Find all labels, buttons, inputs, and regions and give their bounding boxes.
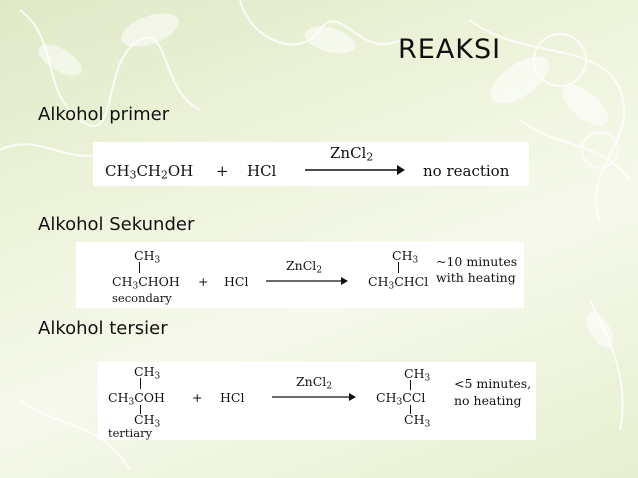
condition-line-1: <5 minutes, <box>454 376 532 391</box>
bond-line <box>139 262 140 273</box>
reagent-hcl: HCl <box>220 390 245 405</box>
bond-line <box>140 378 141 389</box>
reactant-formula: CH3CHOH <box>112 274 180 292</box>
section-label-secondary: Alkohol Sekunder <box>38 214 195 235</box>
reaction-tertiary-panel: CH3 CH3COH CH3 tertiary + HCl ZnCl2 CH3 … <box>98 362 536 440</box>
product-bottom-group: CH3 <box>404 412 431 430</box>
section-label-primary: Alkohol primer <box>38 104 170 125</box>
bond-line <box>410 380 411 390</box>
catalyst-label: ZnCl2 <box>286 258 323 276</box>
reactant-name: secondary <box>112 291 172 305</box>
product-top-group: CH3 <box>392 248 419 266</box>
reactant-name: tertiary <box>108 426 153 440</box>
condition-line-1: ~10 minutes <box>436 254 518 269</box>
reaction-arrow <box>305 165 405 175</box>
plus-sign: + <box>192 390 203 405</box>
catalyst-label: ZnCl2 <box>330 144 374 164</box>
product-formula: CH3CCl <box>376 390 426 408</box>
plus-sign: + <box>216 162 229 180</box>
section-label-tertiary: Alkohol tersier <box>38 318 168 339</box>
reactant-bottom-group: CH3 <box>134 412 161 430</box>
reactant-top-group: CH3 <box>134 248 161 266</box>
reagent-hcl: HCl <box>224 274 249 289</box>
reactant-formula: CH3COH <box>108 390 165 408</box>
reaction-primary-panel: CH3CH2OH + HCl ZnCl2 no reaction <box>93 142 529 186</box>
reagent-hcl: HCl <box>247 162 277 180</box>
catalyst-label: ZnCl2 <box>296 374 333 392</box>
reaction-arrow <box>266 277 348 285</box>
reaction-arrow <box>272 393 356 401</box>
product-formula: CH3CHCl <box>368 274 429 292</box>
reactant-formula: CH3CH2OH <box>105 162 194 182</box>
result-text: no reaction <box>423 162 510 180</box>
bond-line <box>140 405 141 414</box>
bond-line <box>410 405 411 414</box>
plus-sign: + <box>198 274 209 289</box>
slide-title: REAKSI <box>398 34 502 65</box>
condition-line-2: no heating <box>454 393 522 408</box>
product-top-group: CH3 <box>404 366 431 384</box>
reaction-secondary-panel: CH3 CH3CHOH secondary + HCl ZnCl2 CH3 CH… <box>76 242 524 308</box>
reactant-top-group: CH3 <box>134 364 161 382</box>
condition-line-2: with heating <box>436 270 516 285</box>
bond-line <box>398 262 399 273</box>
